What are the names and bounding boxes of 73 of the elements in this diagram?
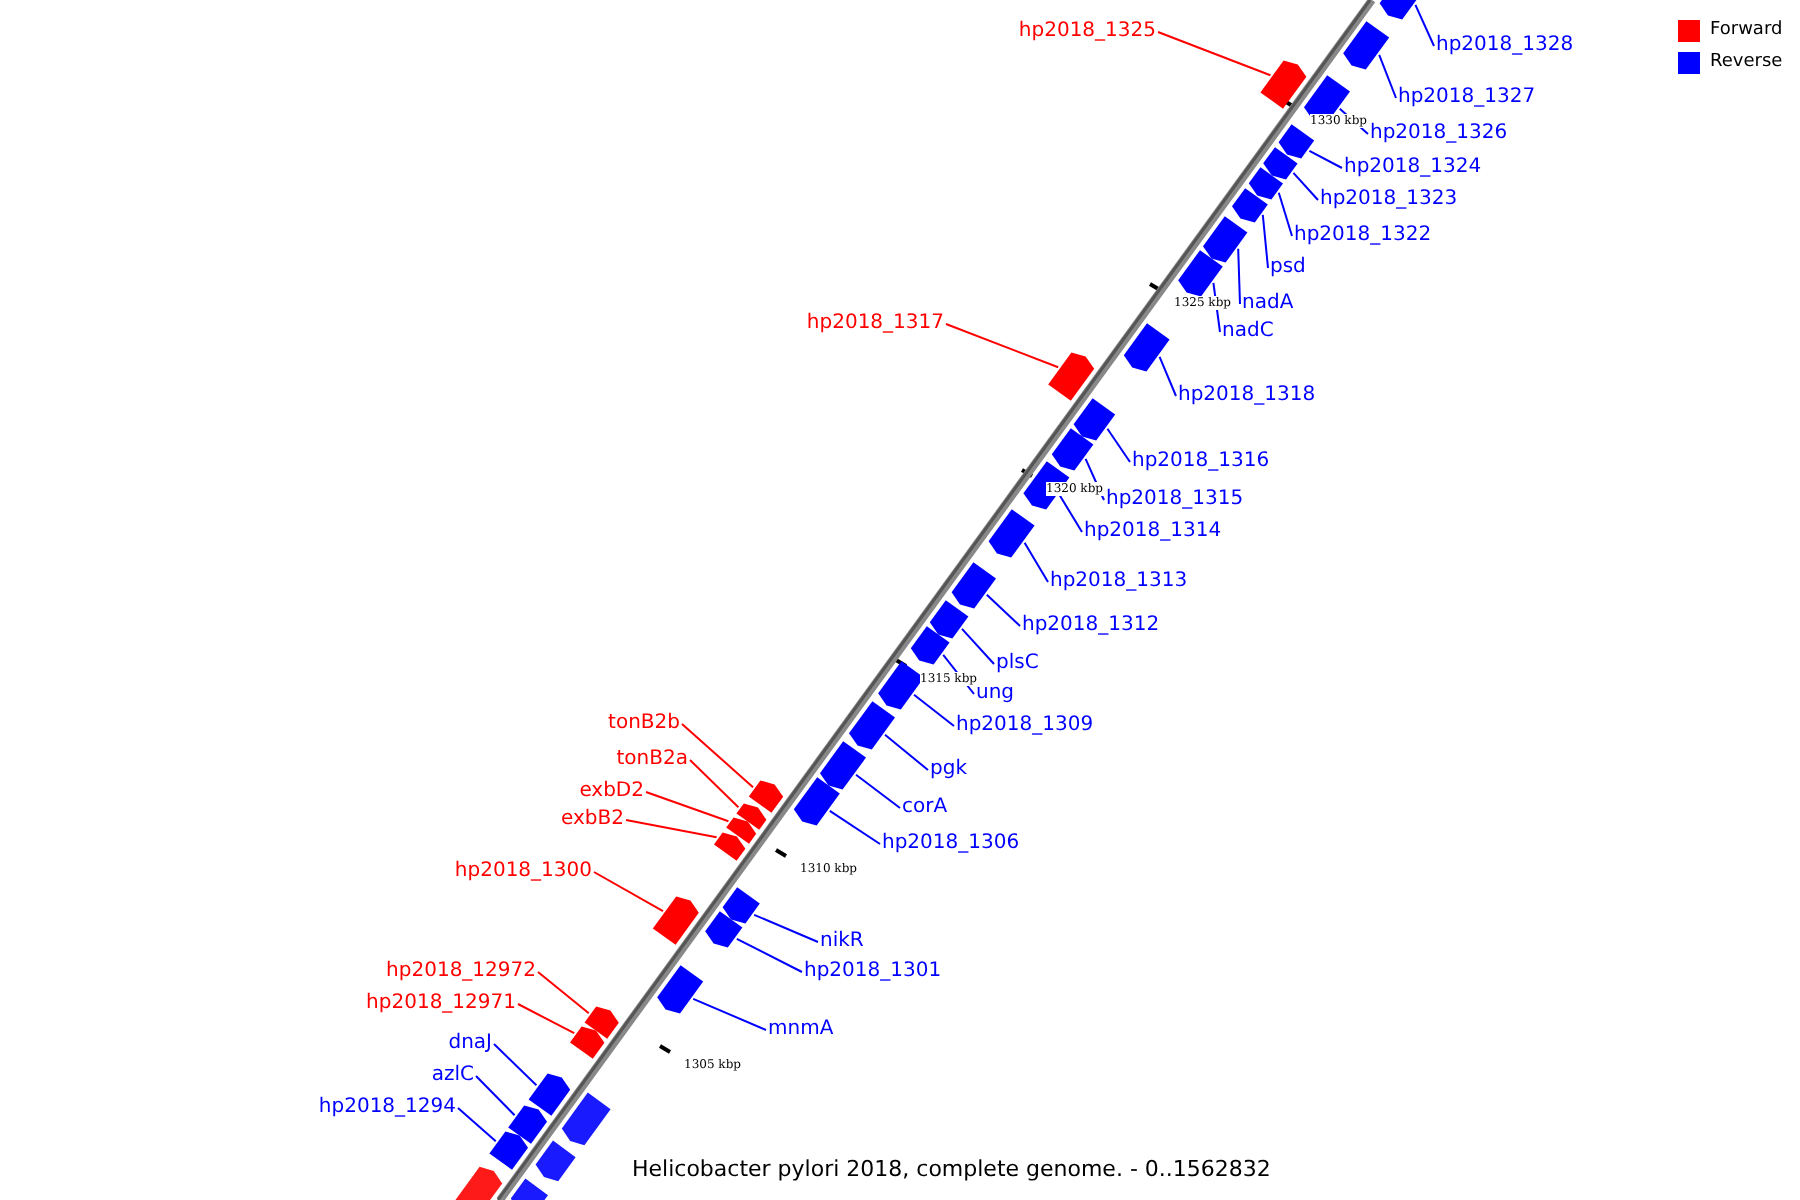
- leader-line: [517, 1003, 576, 1035]
- leader-line: [1261, 213, 1269, 269]
- gene-label: hp2018_1326: [1370, 122, 1508, 146]
- gene-label: hp2018_1327: [1398, 86, 1536, 110]
- gene-label: tonB2a: [616, 748, 688, 772]
- leader-line: [645, 791, 730, 823]
- gene-label: hp2018_1322: [1294, 224, 1432, 248]
- leader-line: [625, 819, 718, 839]
- leader-line: [1308, 149, 1343, 169]
- leader-line: [692, 997, 767, 1031]
- legend-label: Reverse: [1710, 50, 1783, 74]
- gene-label: hp2018_12972: [386, 960, 536, 984]
- gene-label: nadC: [1222, 320, 1274, 344]
- gene-label: hp2018_1325: [1018, 20, 1156, 44]
- gene-block: [1343, 21, 1390, 70]
- leader-line: [735, 937, 803, 973]
- gene-label: hp2018_1318: [1178, 384, 1316, 408]
- leader-line: [681, 723, 754, 789]
- gene-label: hp2018_1316: [1132, 450, 1270, 474]
- gene-label: hp2018_1306: [882, 832, 1020, 856]
- gene-label: hp2018_1313: [1050, 570, 1188, 594]
- leader-line: [828, 809, 881, 845]
- leader-line: [1157, 31, 1272, 77]
- leader-line: [537, 971, 590, 1015]
- caption: Helicobacter pylori 2018, complete genome. - 0..1562832: [632, 1156, 1271, 1182]
- leader-line: [1414, 3, 1435, 47]
- leader-line: [1058, 493, 1083, 533]
- leader-line: [493, 1043, 538, 1087]
- gene-label: hp2018_1312: [1022, 614, 1160, 638]
- gene-label: hp2018_1301: [804, 960, 942, 984]
- leader-line: [1023, 541, 1049, 583]
- gene-label: psd: [1270, 256, 1306, 280]
- gene-label: hp2018_12971: [366, 992, 516, 1016]
- gene-label: nadA: [1242, 292, 1294, 316]
- leader-line: [985, 593, 1021, 627]
- leader-line: [753, 913, 819, 943]
- gene-label: hp2018_1315: [1106, 488, 1244, 512]
- gene-label: hp2018_1324: [1344, 156, 1482, 180]
- gene-label: exbB2: [561, 808, 624, 832]
- gene-label: corA: [902, 796, 948, 820]
- leader-line: [913, 693, 955, 727]
- gene-label: hp2018_1314: [1084, 520, 1222, 544]
- gene-label: hp2018_1323: [1320, 188, 1458, 212]
- leader-line: [884, 733, 929, 771]
- gene-label: ung: [976, 682, 1015, 706]
- leader-line: [1277, 191, 1293, 237]
- gene-label: dnaJ: [448, 1032, 492, 1056]
- leader-line: [1237, 247, 1241, 305]
- gene-label: mnmA: [768, 1018, 834, 1042]
- leader-line: [1292, 171, 1319, 201]
- leader-line: [945, 323, 1060, 369]
- gene-label: hp2018_1328: [1436, 34, 1574, 58]
- leader-line: [855, 773, 901, 809]
- leader-line: [961, 627, 995, 665]
- leader-line: [1158, 355, 1177, 397]
- gene-label: exbD2: [579, 780, 644, 804]
- leader-line: [689, 759, 740, 809]
- gene-label: hp2018_1294: [318, 1096, 456, 1120]
- gene-label: tonB2b: [608, 712, 680, 736]
- gene-label: pgk: [930, 758, 967, 782]
- gene-label: hp2018_1317: [806, 312, 944, 336]
- gene-label: plsC: [996, 652, 1039, 676]
- gene-label: hp2018_1300: [454, 860, 592, 884]
- leader-line: [1106, 427, 1131, 463]
- legend-label: Forward: [1710, 18, 1783, 42]
- leader-line: [1378, 53, 1397, 99]
- leader-line: [457, 1107, 497, 1143]
- gene-label: nikR: [820, 930, 864, 954]
- leader-line: [475, 1075, 516, 1117]
- gene-label: hp2018_1309: [956, 714, 1094, 738]
- leader-line: [593, 871, 664, 913]
- gene-block: [489, 1131, 528, 1170]
- gene-label: azlC: [431, 1064, 474, 1088]
